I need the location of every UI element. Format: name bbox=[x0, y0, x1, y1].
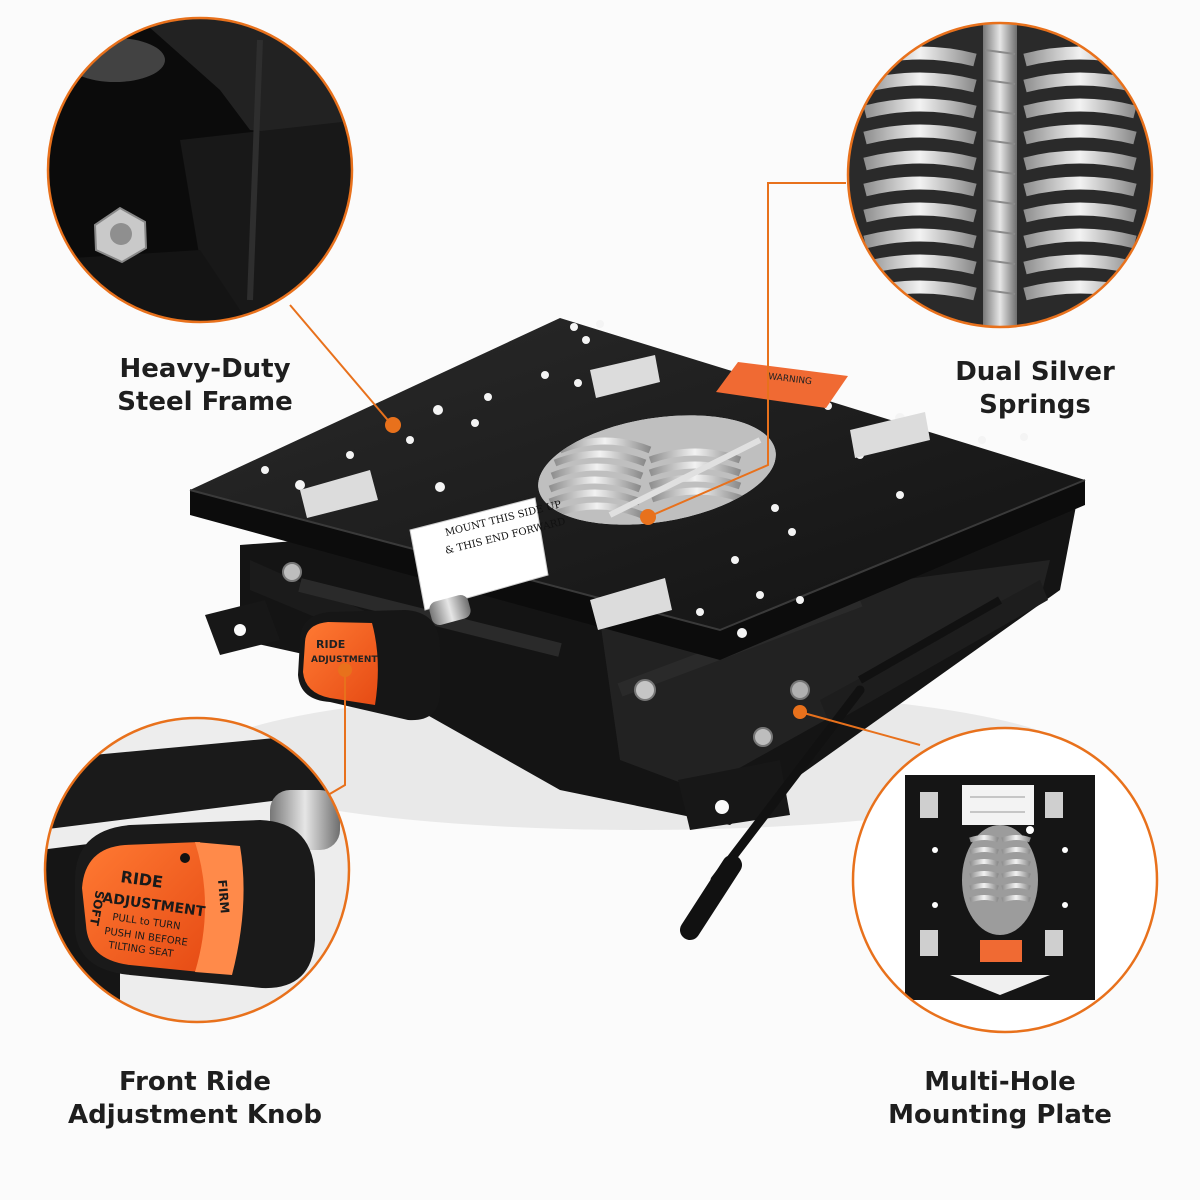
knob-detail-circle: RIDE ADJUSTMENT PULL to TURN PUSH IN BEF… bbox=[43, 716, 351, 1024]
mount-direction-sticker: MOUNT THIS SIDE UP & THIS END FORWARD bbox=[409, 497, 567, 611]
knob-firm-label: FIRM bbox=[215, 879, 232, 914]
springs-detail-circle bbox=[846, 21, 1154, 329]
callout-label-plate: Multi-Hole Mounting Plate bbox=[888, 1067, 1112, 1130]
callout-dots bbox=[338, 417, 807, 719]
callout-connectors bbox=[289, 182, 921, 796]
main-ride-adjustment-knob: RIDE ADJUSTMENT bbox=[298, 595, 471, 721]
callout-label-frame: Heavy-Duty Steel Frame bbox=[117, 354, 293, 417]
knob-soft-label: SOFT bbox=[87, 889, 107, 927]
callout-label-knob: Front Ride Adjustment Knob bbox=[68, 1067, 322, 1130]
plate-detail-circle bbox=[851, 726, 1159, 1034]
svg-text:RIDE: RIDE bbox=[316, 638, 345, 651]
seat-suspension-unit: WARNING MOUNT THIS SIDE UP & THIS END FO… bbox=[189, 318, 1086, 940]
callout-label-springs: Dual Silver Springs bbox=[955, 357, 1115, 420]
svg-text:ADJUSTMENT: ADJUSTMENT bbox=[311, 655, 378, 665]
frame-detail-circle bbox=[46, 16, 354, 324]
